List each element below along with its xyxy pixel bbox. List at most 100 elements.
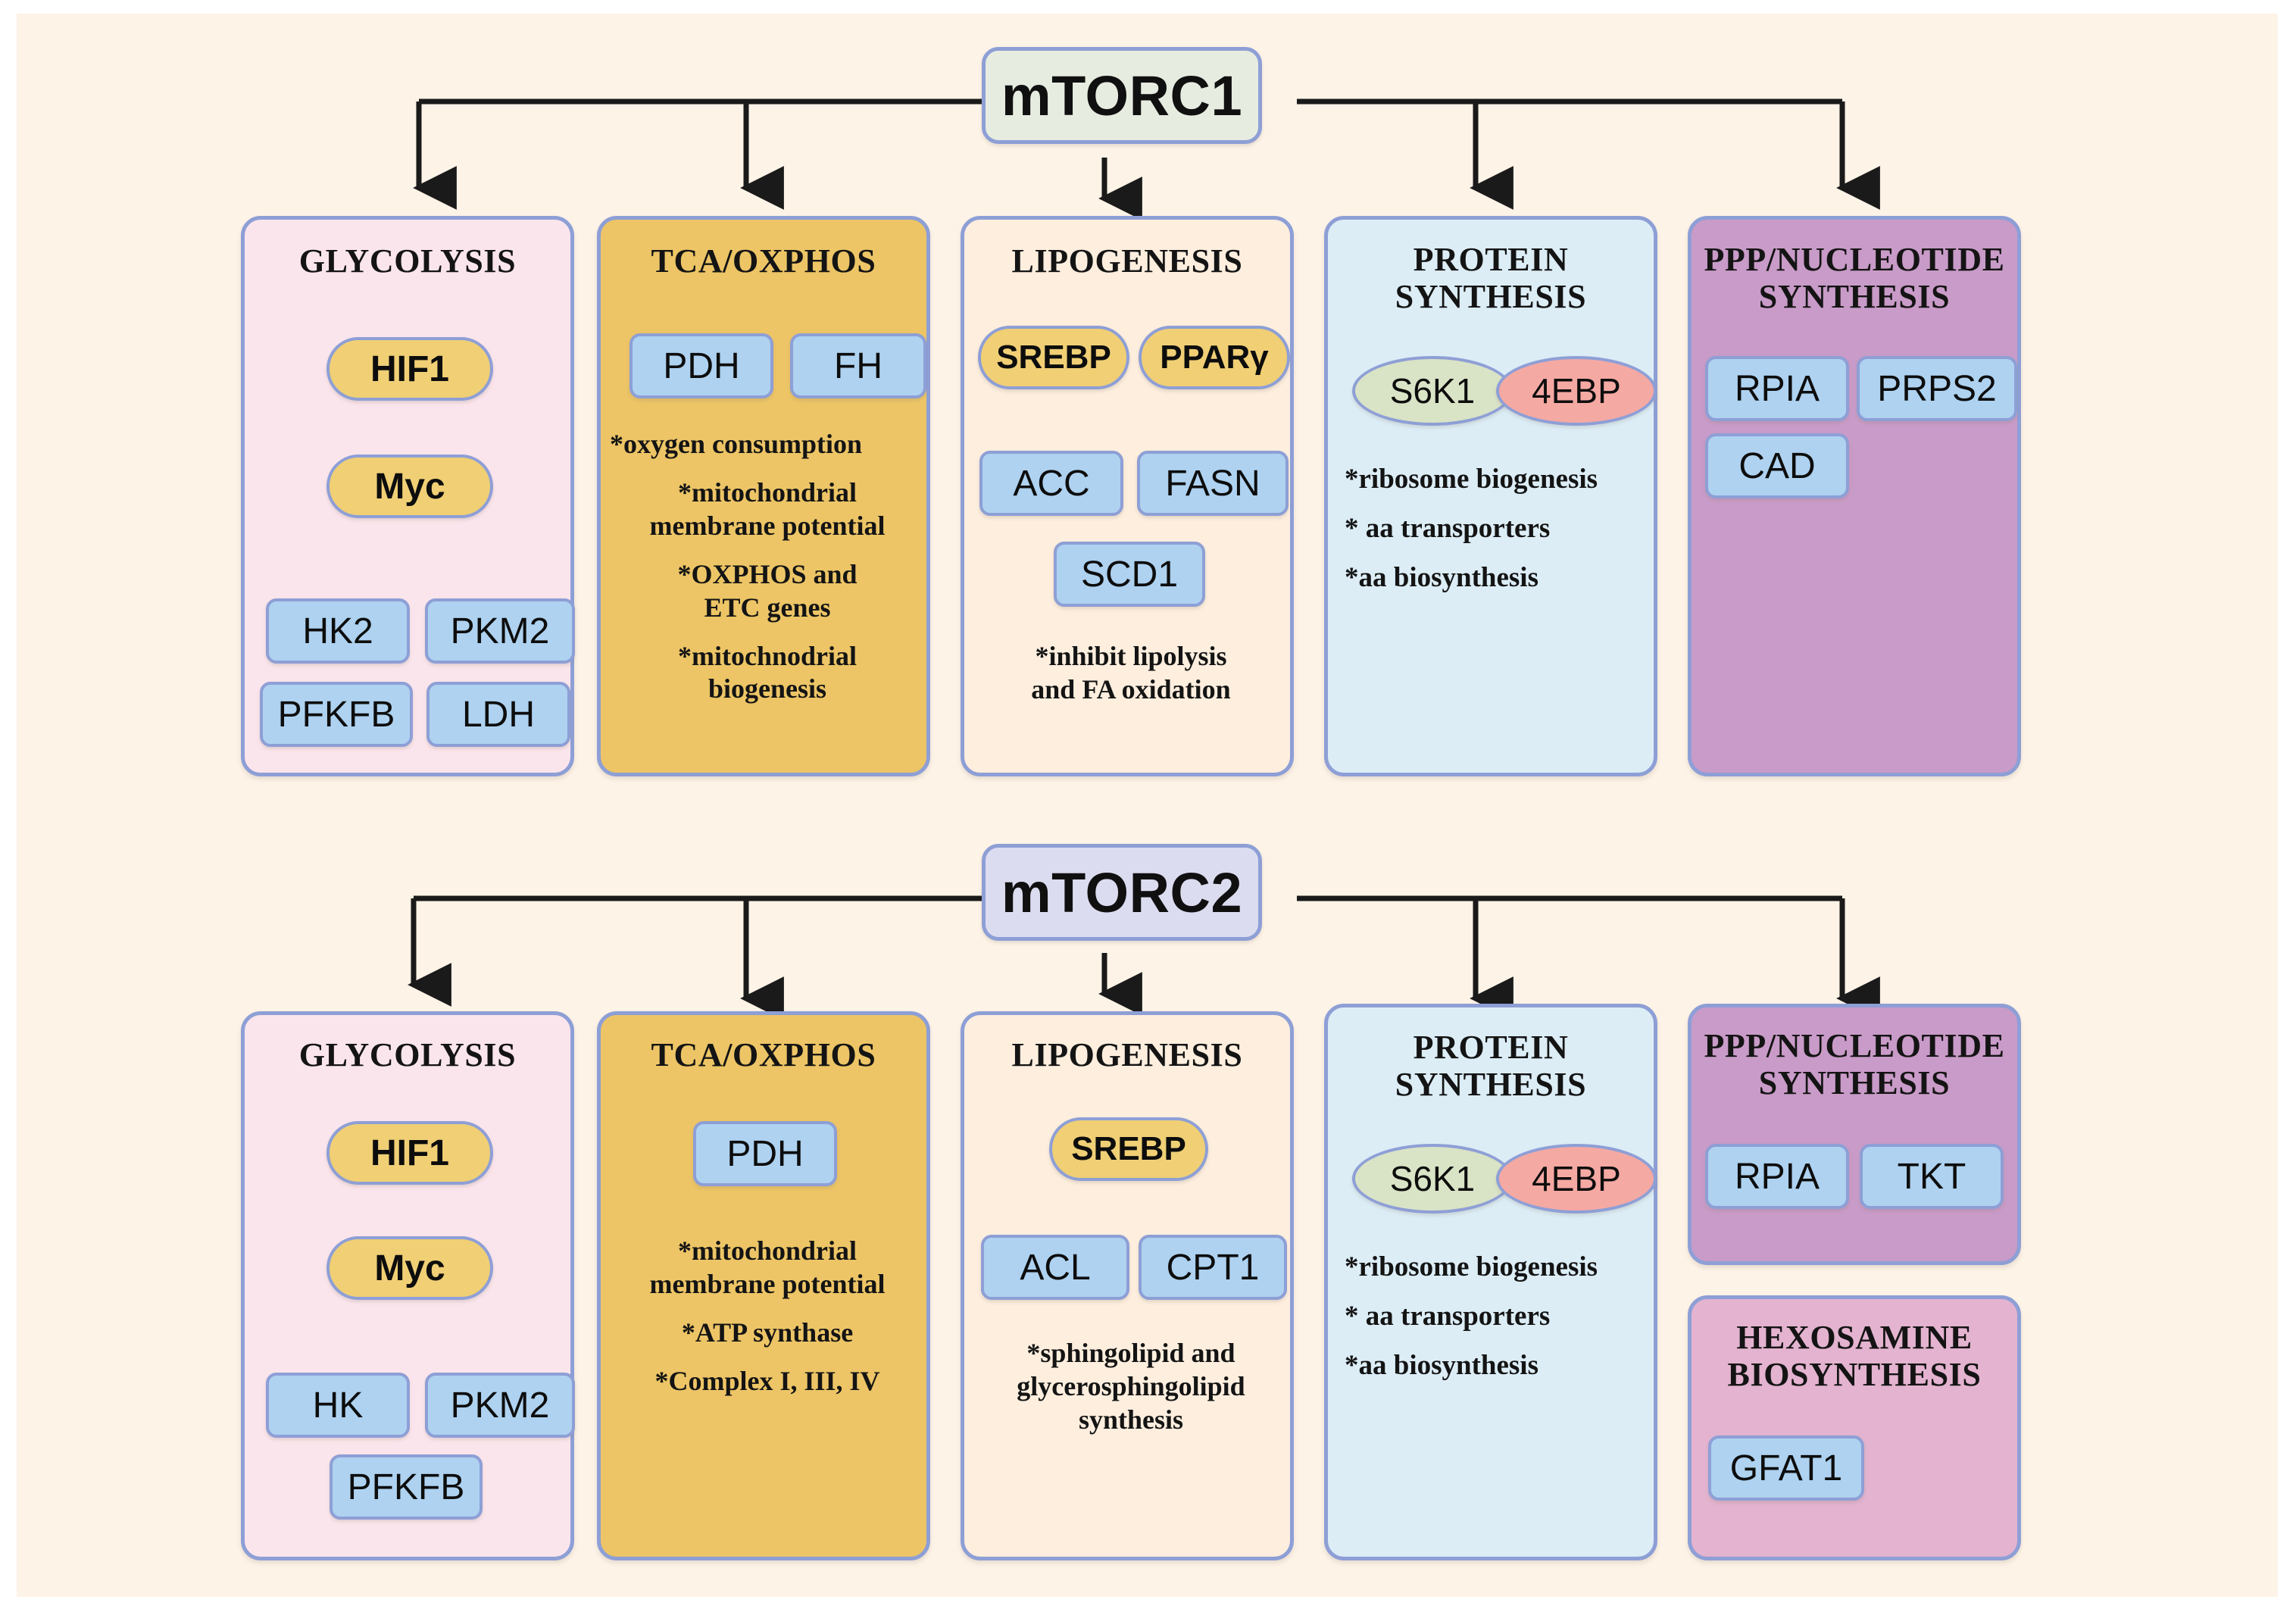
gene-chip-acc[interactable]: ACC [979,451,1123,516]
chip-label: 4EBP [1532,1159,1621,1198]
chip-label: PRPS2 [1877,368,1997,409]
gene-chip-cpt1[interactable]: CPT1 [1139,1235,1287,1300]
chip-label: Myc [374,466,445,507]
chip-label: TKT [1897,1156,1966,1197]
chip-label: PKM2 [450,1385,550,1426]
chip-label: S6K1 [1389,1159,1476,1198]
panel-title: HEXOSAMINE BIOSYNTHESIS [1727,1319,1982,1394]
chip-label: GFAT1 [1729,1448,1843,1488]
panel-title: LIPOGENESIS [1011,1036,1243,1073]
gene-chip-acl[interactable]: ACL [981,1235,1129,1300]
chip-label: HIF1 [370,348,449,389]
gene-chip-rpia[interactable]: RPIA [1705,1144,1849,1209]
chip-label: PFKFB [277,694,395,735]
note-item: *ribosome biogenesis [1345,464,1598,495]
chip-label: Myc [374,1248,445,1289]
panel-title: GLYCOLYSIS [298,1036,517,1073]
gene-chip-fh[interactable]: FH [790,333,926,398]
chip-label: ACL [1020,1247,1091,1288]
gene-chip-fasn[interactable]: FASN [1137,451,1289,516]
gene-chip-hif1[interactable]: HIF1 [326,337,493,401]
note-item: *Complex I, III, IV [654,1365,880,1396]
panel-title: PROTEIN SYNTHESIS [1395,1029,1587,1104]
chip-label: HIF1 [370,1132,449,1173]
panel-protein-synthesis-mtorc1[interactable]: PROTEIN SYNTHESIS S6K1 4EBP *ribosome bi… [1324,216,1657,776]
gene-chip-gfat1[interactable]: GFAT1 [1708,1435,1864,1501]
note-item: * aa transporters [1345,1301,1551,1332]
note-item: *sphingolipid and glycerosphingolipid sy… [1017,1338,1245,1435]
gene-chip-ldh[interactable]: LDH [426,682,570,747]
chip-label: S6K1 [1389,371,1476,411]
gene-chip-pdh[interactable]: PDH [693,1121,837,1186]
chip-label: RPIA [1734,368,1820,409]
hub-mtorc1-label: mTORC1 [1001,64,1243,127]
panel-protein-synthesis-mtorc2[interactable]: PROTEIN SYNTHESIS S6K1 4EBP *ribosome bi… [1324,1004,1657,1560]
gene-chip-4ebp[interactable]: 4EBP [1496,1144,1657,1214]
chip-label: CAD [1738,445,1816,486]
chip-label: FH [834,345,882,386]
gene-chip-srebp[interactable]: SREBP [1049,1117,1208,1181]
chip-label: PDH [726,1133,804,1174]
gene-chip-tkt[interactable]: TKT [1860,1144,2004,1209]
panel-notes: *mitochondrial membrane potential *ATP s… [610,1235,925,1414]
chip-label: SREBP [996,339,1111,376]
panel-title: PPP/NUCLEOTIDE SYNTHESIS [1704,241,2005,316]
panel-notes: *oxygen consumption *mitochondrial membr… [610,428,925,721]
note-item: *OXPHOS and ETC genes [677,558,857,623]
hub-mtorc1[interactable]: mTORC1 [982,47,1262,144]
panel-title: TCA/OXPHOS [651,242,876,280]
gene-chip-cad[interactable]: CAD [1705,433,1849,498]
chip-label: HK2 [302,611,373,651]
chip-label: CPT1 [1166,1247,1260,1288]
hub-mtorc2[interactable]: mTORC2 [982,844,1262,941]
note-item: *ribosome biogenesis [1345,1251,1598,1282]
panel-notes: *inhibit lipolysis and FA oxidation [972,640,1290,722]
gene-chip-prps2[interactable]: PRPS2 [1857,356,2017,421]
gene-chip-pkm2[interactable]: PKM2 [425,598,575,664]
panel-glycolysis-mtorc1[interactable]: GLYCOLYSIS HIF1 Myc HK2 PKM2 PFKFB LDH [241,216,575,776]
panel-lipogenesis-mtorc2[interactable]: LIPOGENESIS SREBP ACL CPT1 *sphingolipid… [961,1011,1294,1560]
note-item: *mitochondrial membrane potential [649,1235,886,1299]
gene-chip-hif1[interactable]: HIF1 [326,1121,493,1185]
panel-ppp-nucleotide-mtorc1[interactable]: PPP/NUCLEOTIDE SYNTHESIS RPIA PRPS2 CAD [1688,216,2021,776]
panel-lipogenesis-mtorc1[interactable]: LIPOGENESIS SREBP PPARγ ACC FASN SCD1 *i… [961,216,1294,776]
hub-mtorc2-label: mTORC2 [1001,861,1243,924]
gene-chip-pfkfb[interactable]: PFKFB [260,682,413,747]
panel-notes: *ribosome biogenesis * aa transporters *… [1345,1250,1652,1398]
chip-label: ACC [1013,463,1090,504]
chip-label: 4EBP [1532,371,1621,411]
gene-chip-myc[interactable]: Myc [326,455,493,518]
chip-label: HK [312,1385,364,1426]
gene-chip-myc[interactable]: Myc [326,1236,493,1300]
gene-chip-pdh[interactable]: PDH [629,333,773,398]
gene-chip-pkm2[interactable]: PKM2 [425,1373,575,1438]
gene-chip-s6k1[interactable]: S6K1 [1352,356,1513,426]
gene-chip-ppar-gamma[interactable]: PPARγ [1139,326,1290,389]
gene-chip-srebp[interactable]: SREBP [978,326,1129,389]
panel-title: PROTEIN SYNTHESIS [1395,241,1587,316]
note-item: *inhibit lipolysis and FA oxidation [1031,641,1231,704]
gene-chip-s6k1[interactable]: S6K1 [1352,1144,1513,1214]
gene-chip-pfkfb[interactable]: PFKFB [330,1454,483,1520]
panel-glycolysis-mtorc2[interactable]: GLYCOLYSIS HIF1 Myc HK PKM2 PFKFB [241,1011,575,1560]
panel-hexosamine-biosynthesis[interactable]: HEXOSAMINE BIOSYNTHESIS GFAT1 [1688,1295,2021,1560]
panel-title: PPP/NUCLEOTIDE SYNTHESIS [1704,1027,2005,1102]
chip-label: PFKFB [347,1467,465,1507]
note-item: *mitochondrial membrane potential [649,476,886,541]
panel-tca-oxphos-mtorc1[interactable]: TCA/OXPHOS PDH FH *oxygen consumption *m… [597,216,930,776]
panel-ppp-nucleotide-mtorc2[interactable]: PPP/NUCLEOTIDE SYNTHESIS RPIA TKT [1688,1004,2021,1265]
note-item: *ATP synthase [681,1317,854,1348]
chip-label: PDH [663,345,740,386]
gene-chip-hk2[interactable]: HK2 [266,598,410,664]
note-item: * aa transporters [1345,513,1551,545]
gene-chip-4ebp[interactable]: 4EBP [1496,356,1657,426]
note-item: *aa biosynthesis [1345,562,1538,594]
note-item: *aa biosynthesis [1345,1350,1538,1382]
gene-chip-hk[interactable]: HK [266,1373,410,1438]
panel-title: GLYCOLYSIS [298,242,517,280]
chip-label: FASN [1165,463,1260,504]
gene-chip-scd1[interactable]: SCD1 [1054,542,1205,607]
panel-tca-oxphos-mtorc2[interactable]: TCA/OXPHOS PDH *mitochondrial membrane p… [597,1011,930,1560]
chip-label: RPIA [1734,1156,1820,1197]
gene-chip-rpia[interactable]: RPIA [1705,356,1849,421]
